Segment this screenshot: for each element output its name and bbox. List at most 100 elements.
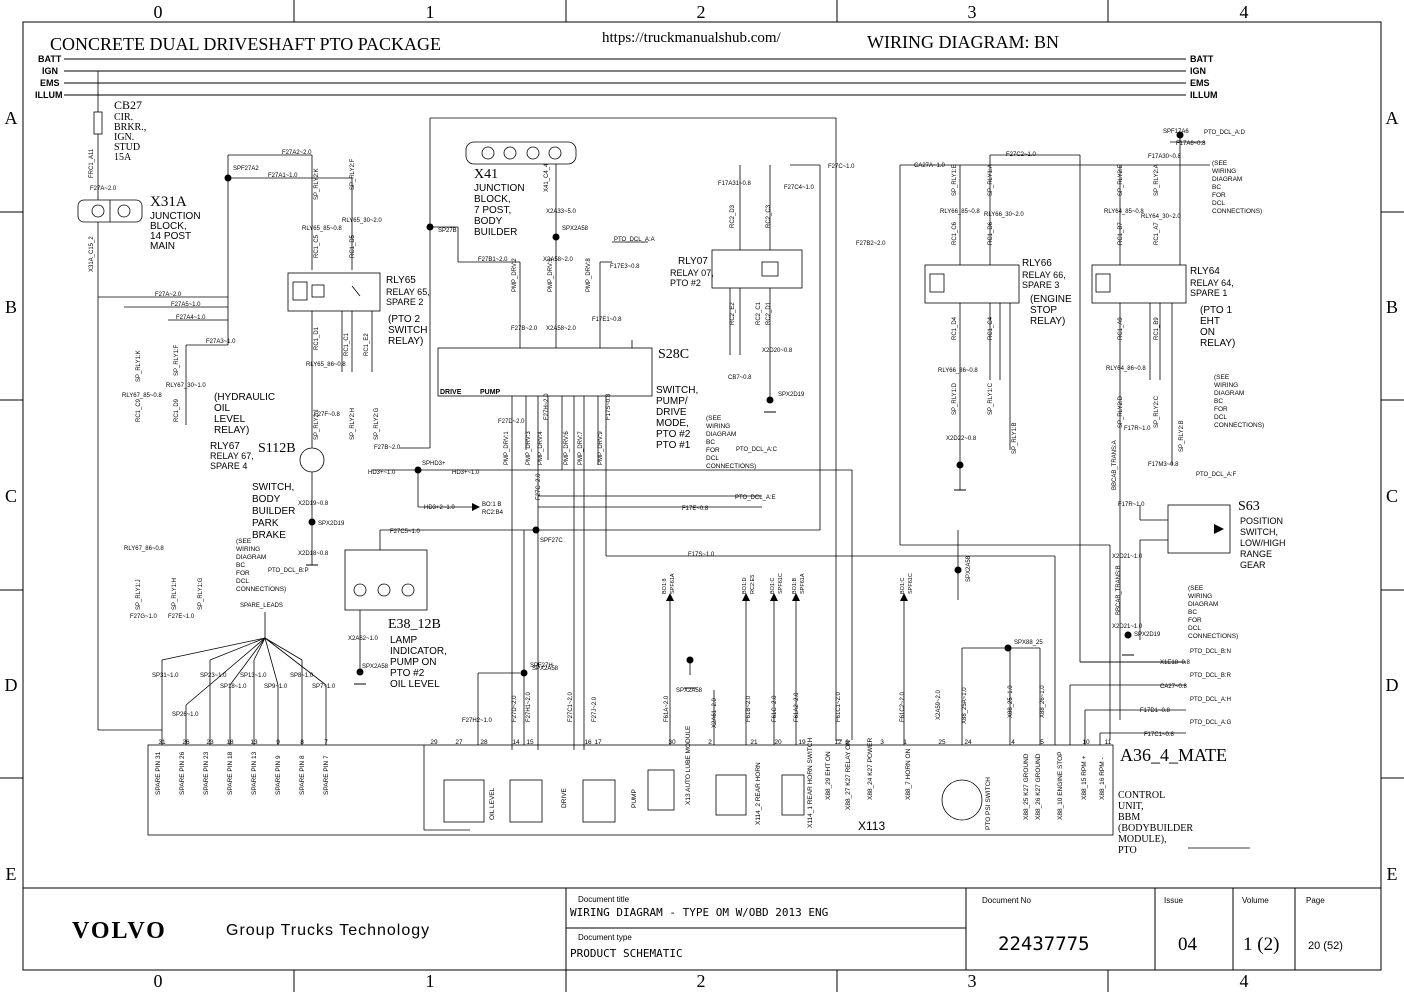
wire-label: X88_25~1.0 bbox=[1008, 685, 1014, 718]
org-name: Group Trucks Technology bbox=[226, 922, 430, 939]
wire-label: F27A5~1.0 bbox=[171, 302, 201, 308]
wire-label: PMP_DRV:8 bbox=[586, 258, 592, 292]
see-wiring-note: DCL bbox=[1188, 625, 1201, 632]
wire-label: SP_RLY2:K bbox=[314, 168, 320, 200]
wire-label: RLY64_85~0.8 bbox=[1104, 209, 1144, 215]
see-wiring-note: DIAGRAM bbox=[1214, 390, 1244, 397]
wire-label: X2A61~2.0 bbox=[712, 697, 718, 728]
see-wiring-note: WIRING bbox=[1212, 168, 1236, 175]
x31a-desc: MAIN bbox=[150, 241, 175, 252]
see-wiring-note: (SEE bbox=[1212, 160, 1228, 167]
wire-label: BBCAB_TRANS:A bbox=[1112, 440, 1118, 490]
wire-label: PMP_DRV:4 bbox=[538, 431, 544, 465]
x41-desc: BLOCK, bbox=[474, 194, 511, 205]
pin-number: 9 bbox=[276, 739, 280, 746]
pin-number: 19 bbox=[798, 739, 806, 746]
wire-label: F61C1~2.0 bbox=[836, 691, 842, 722]
wire-label: X2D21~1.0 bbox=[1112, 624, 1143, 630]
bo-output-label: BO1:C bbox=[770, 577, 776, 594]
issue-label: Issue bbox=[1164, 896, 1184, 905]
e38-desc: LAMP bbox=[390, 635, 418, 646]
wire-label: RC1_E2 bbox=[364, 333, 370, 356]
wire-label: SPF27A2 bbox=[233, 166, 259, 172]
wire-label: F27A4~1.0 bbox=[176, 315, 206, 321]
rail-ign-left: IGN bbox=[42, 66, 58, 76]
pin-number: 11 bbox=[1105, 739, 1112, 746]
wire-label: PMP_DRV:7 bbox=[578, 431, 584, 465]
wire-label: HD3+2~1.0 bbox=[424, 505, 455, 511]
wire-label: RC1_B7 bbox=[1118, 222, 1124, 245]
pin-number: 1 bbox=[903, 739, 907, 746]
spare-pin-label: SPARE PIN 13 bbox=[251, 751, 258, 795]
col-label-bottom: 2 bbox=[697, 971, 706, 991]
wire-label: RLY66_86~0.8 bbox=[938, 368, 978, 374]
pin-number: 24 bbox=[964, 739, 972, 746]
x31a-desc: BLOCK, bbox=[150, 221, 187, 232]
see-wiring-note: WIRING bbox=[1214, 382, 1238, 389]
pin-function-label: X88_25 K27 GROUND bbox=[1023, 753, 1030, 820]
wire-label: F27F~0.8 bbox=[314, 412, 341, 418]
wire-label: SP_RLY1:C bbox=[988, 382, 994, 415]
spare-pin-label: SPARE PIN 18 bbox=[227, 751, 234, 795]
s112b-desc: BRAKE bbox=[252, 530, 286, 541]
row-label-right: D bbox=[1386, 675, 1399, 695]
spare-pin-label: SPARE PIN 8 bbox=[299, 755, 306, 795]
a36-id: A36_4_MATE bbox=[1120, 745, 1227, 765]
wire-label: FRC1_A11 bbox=[89, 148, 95, 178]
a36-desc: UNIT, bbox=[1118, 801, 1144, 812]
wire-label: X2D20~0.8 bbox=[762, 348, 793, 354]
wire-label: RC1_C6 bbox=[952, 221, 958, 245]
wire-label: SPX2D19 bbox=[1134, 632, 1161, 638]
wire-label: X2A33~5.0 bbox=[546, 209, 577, 215]
wire-label: F27C~1.0 bbox=[828, 164, 855, 170]
rly67-note: LEVEL bbox=[214, 414, 246, 425]
rail-ign-right: IGN bbox=[1190, 66, 1206, 76]
wire-label: RLY64_86~0.8 bbox=[1106, 366, 1146, 372]
wire-label: CA27A~1.0 bbox=[914, 163, 946, 169]
col-label-top: 1 bbox=[426, 2, 435, 22]
see-wiring-note: CONNECTIONS) bbox=[1212, 208, 1262, 215]
wire-label: RLY64_30~2.0 bbox=[1141, 214, 1181, 220]
doc-title-label: Document title bbox=[578, 895, 630, 904]
spare-pin-label: SPARE PIN 26 bbox=[179, 751, 186, 795]
wire-label: F17M3~0.8 bbox=[1148, 462, 1179, 468]
e38-desc: INDICATOR, bbox=[390, 646, 447, 657]
wire-label: F17A30~0.8 bbox=[1148, 154, 1182, 160]
rly64-desc: RELAY 64, bbox=[1190, 278, 1234, 288]
wire-label: F17C1~0.8 bbox=[1144, 732, 1175, 738]
wire-label: SP26~1.0 bbox=[172, 712, 199, 718]
pin-function-label: X88_16 RPM - bbox=[1099, 757, 1106, 800]
rly65-desc: SPARE 2 bbox=[386, 297, 423, 307]
see-wiring-note: CONNECTIONS) bbox=[1188, 633, 1238, 640]
wire-label: CB7~0.8 bbox=[728, 375, 752, 381]
wire-label: F17D1~0.8 bbox=[1140, 708, 1171, 714]
issue-value: 04 bbox=[1178, 934, 1198, 955]
page-value: 20 (52) bbox=[1308, 940, 1343, 952]
wire-label: F27C5~1.0 bbox=[390, 529, 421, 535]
wire-label: CA27~0.8 bbox=[1160, 684, 1188, 690]
wire-label: F17E1~0.8 bbox=[592, 317, 622, 323]
wire-label: HD3+~1.0 bbox=[368, 470, 396, 476]
wire-label: RC1_D4 bbox=[952, 316, 958, 340]
wire-label: SP_RLY1:G bbox=[198, 577, 204, 610]
wire-label: RC2_D3 bbox=[730, 204, 736, 228]
wire-label: RC1_B9 bbox=[1154, 317, 1160, 340]
doc-type: PRODUCT SCHEMATIC bbox=[570, 947, 683, 960]
wire-label: PTO_DCL_A:G bbox=[1190, 720, 1232, 726]
pin-function-label: X88_29 EHT ON bbox=[825, 751, 832, 800]
pin-number: 12 bbox=[834, 739, 842, 746]
wire-label: X2D18~0.8 bbox=[298, 551, 329, 557]
s63-desc: SWITCH, bbox=[1240, 527, 1278, 537]
see-wiring-note: (SEE bbox=[236, 538, 252, 545]
wire-label: RLY67_85~0.8 bbox=[122, 393, 162, 399]
cb27-label: CB27 bbox=[114, 98, 142, 112]
wire-label: RC1_C5 bbox=[314, 234, 320, 258]
wire-label: SP27B bbox=[438, 228, 457, 234]
wire-label: SP_RLY2:G bbox=[374, 407, 380, 440]
pin-number: 14 bbox=[512, 739, 520, 746]
wire-label: PTO_DCL_A:F bbox=[1196, 472, 1237, 478]
s112b-id: S112B bbox=[258, 441, 296, 456]
see-wiring-note: BC bbox=[706, 439, 715, 446]
bo-output-label: BO1:D bbox=[742, 577, 748, 594]
s28c-desc: SWITCH, bbox=[656, 385, 698, 396]
